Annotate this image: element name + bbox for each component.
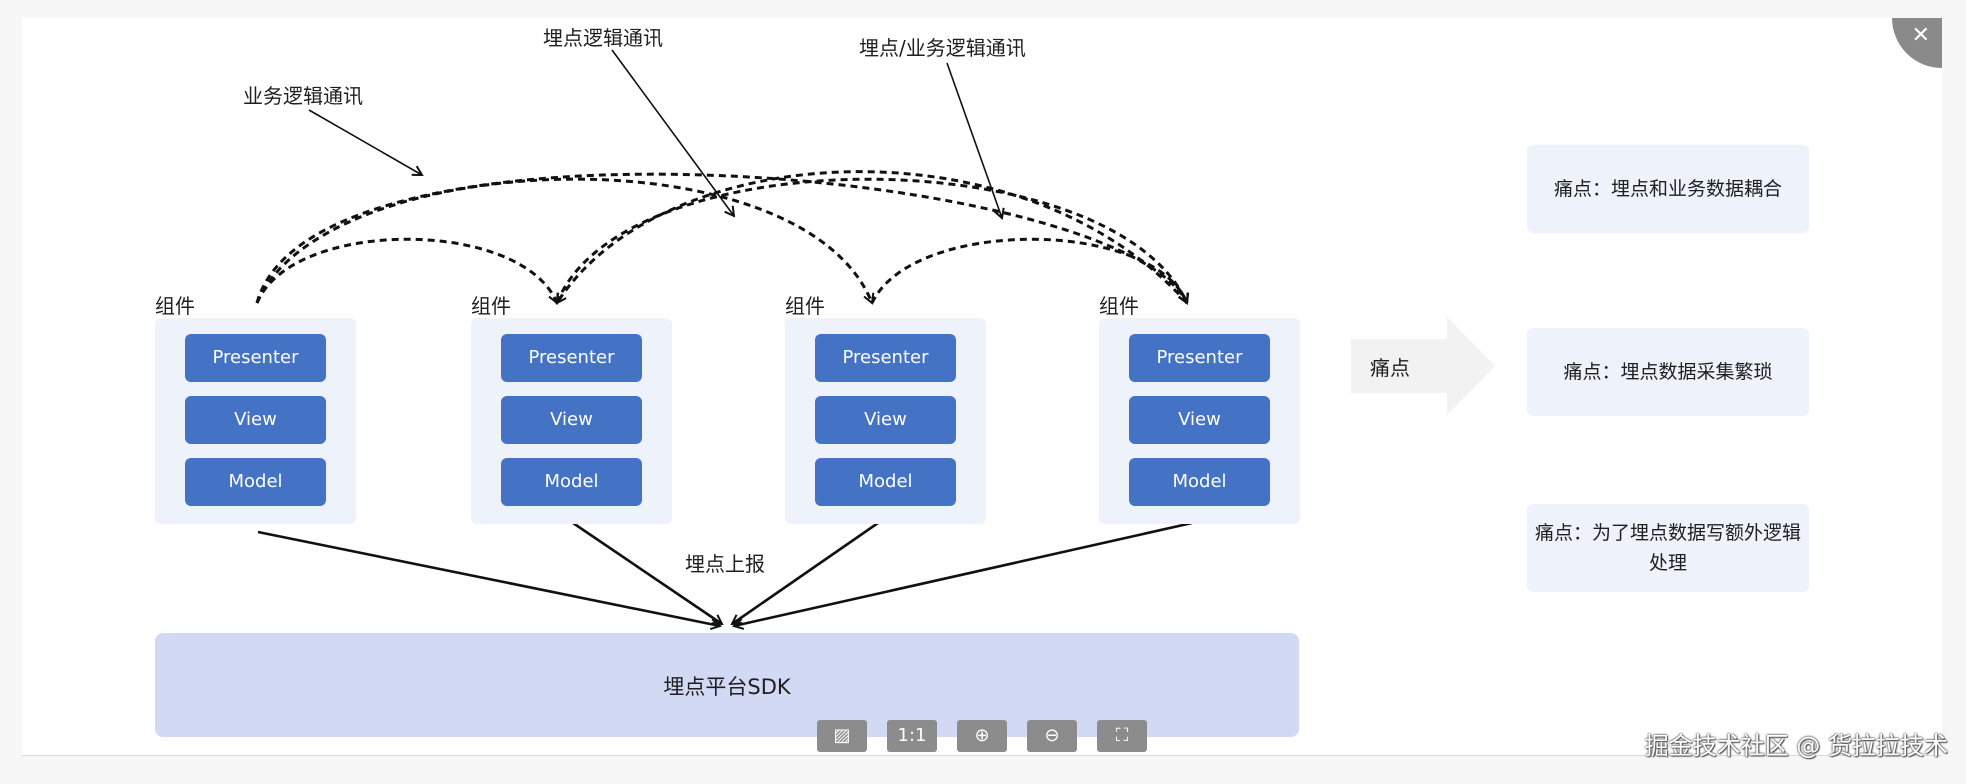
dashed-link-3-4 — [870, 237, 1187, 303]
label-business-comm: 业务逻辑通讯 — [243, 84, 363, 108]
label-tracking-comm: 埋点逻辑通讯 — [543, 26, 663, 50]
report-arrow-1 — [257, 530, 720, 626]
zoom-out-icon[interactable]: ⊖ — [1027, 720, 1077, 752]
component-card: Presenter View Model — [471, 318, 672, 524]
pain-point-collection: 痛点：埋点数据采集繁琐 — [1527, 328, 1809, 416]
sdk-label: 埋点平台SDK — [663, 675, 791, 699]
component-card: Presenter View Model — [155, 318, 356, 524]
presenter-box: Presenter — [815, 334, 956, 382]
model-box: Model — [815, 458, 956, 506]
image-viewer: 业务逻辑通讯 埋点逻辑通讯 埋点/业务逻辑通讯 埋点上报 组件 Presente… — [22, 18, 1942, 756]
watermark: 掘金技术社区 @ 货拉拉技术 — [1644, 732, 1948, 760]
pointer-tracking — [611, 49, 734, 216]
dashed-link-4-3 — [555, 170, 1189, 303]
pointer-tracking-business — [946, 62, 1002, 218]
connection-arrows — [255, 49, 1193, 755]
fit-screen-icon[interactable]: ⛶ — [1097, 720, 1147, 752]
model-box: Model — [1129, 458, 1270, 506]
model-box: Model — [501, 458, 642, 506]
view-box: View — [1129, 396, 1270, 444]
component-card: Presenter View Model — [785, 318, 986, 524]
presenter-box: Presenter — [1129, 334, 1270, 382]
report-arrow-3 — [732, 521, 879, 624]
label-tracking-business-comm: 埋点/业务逻辑通讯 — [859, 36, 1026, 60]
pointer-business — [308, 109, 422, 175]
image-icon[interactable]: ▨ — [817, 720, 867, 752]
pain-point-coupling: 痛点：埋点和业务数据耦合 — [1527, 145, 1809, 233]
component-title: 组件 — [155, 294, 195, 318]
presenter-box: Presenter — [501, 334, 642, 382]
label-tracking-report: 埋点上报 — [685, 552, 765, 576]
report-arrow-4 — [734, 521, 1193, 626]
model-box: Model — [185, 458, 326, 506]
pain-arrow-icon — [1351, 317, 1495, 415]
close-icon[interactable]: ✕ — [1892, 18, 1942, 68]
component-title: 组件 — [1099, 294, 1139, 318]
sdk-bar: 埋点平台SDK — [155, 633, 1299, 737]
dashed-link-1-2 — [255, 237, 557, 303]
presenter-box: Presenter — [185, 334, 326, 382]
zoom-in-icon[interactable]: ⊕ — [957, 720, 1007, 752]
component-title: 组件 — [785, 294, 825, 318]
component-title: 组件 — [471, 294, 511, 318]
dashed-link-1-3 — [255, 177, 872, 303]
actual-size-button[interactable]: 1:1 — [887, 720, 937, 752]
view-box: View — [501, 396, 642, 444]
view-box: View — [185, 396, 326, 444]
component-card: Presenter View Model — [1099, 318, 1300, 524]
report-arrow-2 — [572, 521, 722, 624]
pain-point-extra-logic: 痛点：为了埋点数据写额外逻辑处理 — [1527, 504, 1809, 592]
pain-arrow-label: 痛点 — [1370, 356, 1410, 380]
dashed-link-2-4 — [555, 177, 1187, 303]
view-box: View — [815, 396, 956, 444]
